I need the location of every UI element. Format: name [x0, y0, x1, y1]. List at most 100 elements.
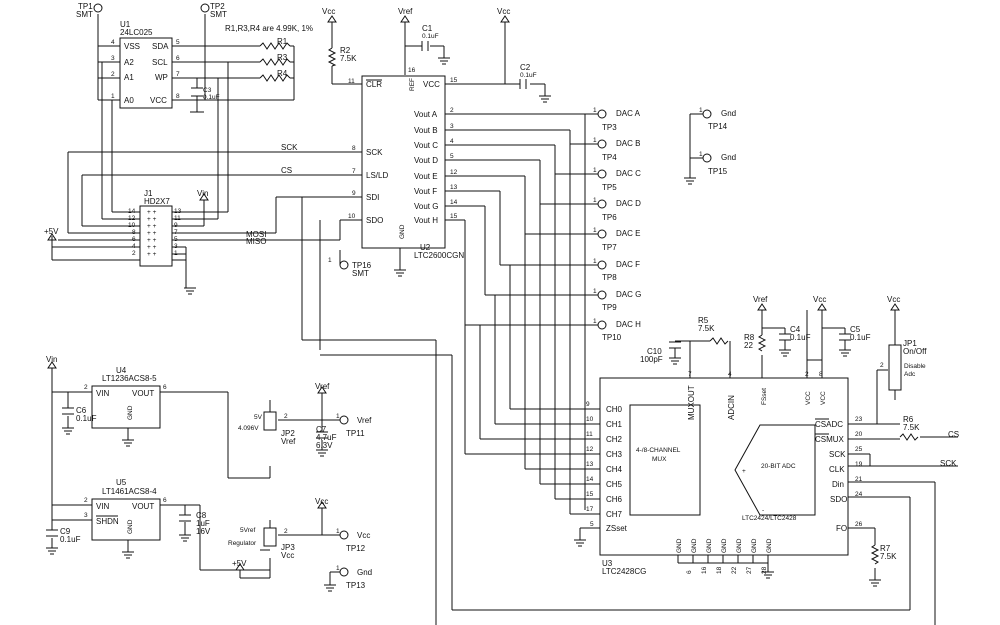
u5-regulator-body — [91, 498, 161, 541]
u5-ref: U5 — [116, 478, 127, 487]
u1-part: 24LC025 — [120, 28, 153, 37]
u3-num: 13 — [586, 461, 594, 468]
u3-fsset: FSset — [761, 388, 768, 405]
tp-pin: 1 — [593, 288, 597, 295]
u2-part: LTC2600CGN — [414, 251, 464, 260]
dac-d-label: DAC D — [616, 199, 641, 208]
u2-dac-body — [361, 75, 446, 249]
u3-ch3: CH3 — [606, 450, 623, 459]
u3-clk: CLK — [829, 465, 845, 474]
tp15-gnd: Gnd — [721, 153, 736, 162]
tp5-label: TP5 — [602, 183, 617, 192]
u1-pin-scl: SCL — [152, 58, 168, 67]
u2-voutg: Vout G — [414, 202, 438, 211]
u1-pin-vcc: VCC — [150, 96, 167, 105]
r8-label: R8 — [744, 333, 755, 342]
u5-num: 6 — [163, 497, 167, 504]
tp-pin: 1 — [593, 227, 597, 234]
u3-din: Din — [832, 480, 844, 489]
u2-num: 5 — [450, 153, 454, 160]
u2-voutc: Vout C — [414, 141, 438, 150]
r4-label: R4 — [277, 69, 288, 78]
jp1-label: JP1 — [903, 339, 917, 348]
vref-2: Vref — [753, 295, 768, 304]
u3-num: 4 — [728, 371, 732, 378]
net-sck: SCK — [281, 143, 298, 152]
dac-f-label: DAC F — [616, 260, 640, 269]
c8-label: C8 — [196, 511, 207, 520]
svg-text:+ +: + + — [147, 244, 157, 251]
u3-zsset: ZSset — [606, 524, 628, 533]
tp13-net: Gnd — [357, 568, 372, 577]
dac-b-label: DAC B — [616, 139, 640, 148]
tp11-net: Vref — [357, 416, 372, 425]
u3-muxout: MUXOUT — [687, 385, 696, 420]
tp2-type: SMT — [210, 10, 227, 19]
tp9-label: TP9 — [602, 303, 617, 312]
u3-num: 10 — [586, 416, 594, 423]
vcc-5: Vcc — [315, 497, 328, 506]
u4-reference-body — [91, 385, 161, 429]
u4-num: 2 — [84, 384, 88, 391]
tp-pin: 1 — [593, 137, 597, 144]
u1-ref: U1 — [120, 20, 131, 29]
u5-gnd: GND — [127, 519, 134, 534]
u3-num: 26 — [855, 521, 863, 528]
u1-pin-a0: A0 — [124, 96, 134, 105]
c10-value: 100pF — [640, 355, 663, 364]
c4-label: C4 — [790, 325, 801, 334]
c9-label: C9 — [60, 527, 71, 536]
c4-value: 0.1uF — [790, 333, 811, 342]
jp1-disable: Disable — [904, 363, 926, 370]
svg-text:+ +: + + — [147, 230, 157, 237]
supply-arrows — [47, 15, 900, 571]
c1-value: 0.1uF — [422, 33, 439, 40]
u3-ch6: CH6 — [606, 495, 623, 504]
u2-ref: U2 — [420, 243, 431, 252]
r5-value: 7.5K — [698, 324, 715, 333]
tp-pin: 1 — [593, 318, 597, 325]
u3-num: 11 — [586, 431, 593, 438]
u2-num: 11 — [348, 78, 355, 85]
vcc-1: Vcc — [322, 7, 335, 16]
u3-num: 5 — [590, 521, 594, 528]
j1-num: 9 — [174, 222, 178, 229]
tp15-label: TP15 — [708, 167, 728, 176]
c9-value: 0.1uF — [60, 535, 81, 544]
vref-3: Vref — [315, 382, 330, 391]
jp1-pin: 2 — [880, 362, 884, 369]
u3-gnd: GND — [676, 538, 683, 553]
u3-num: 6 — [686, 570, 693, 574]
wires — [51, 14, 958, 625]
r5-label: R5 — [698, 316, 709, 325]
u3-ch4: CH4 — [606, 465, 623, 474]
svg-text:+ +: + + — [147, 209, 157, 216]
tp-pin: 1 — [593, 197, 597, 204]
tp-pin: 1 — [699, 151, 703, 158]
tp-pin: 1 — [593, 107, 597, 114]
u3-csadc: CSADC — [815, 420, 843, 429]
tp8-label: TP8 — [602, 273, 617, 282]
u3-num: 27 — [746, 566, 753, 574]
vref-1: Vref — [398, 7, 413, 16]
u3-num: 23 — [855, 416, 863, 423]
j1-ref: J1 — [144, 189, 153, 198]
u2-num: 10 — [348, 213, 356, 220]
u2-pin-clr: CLR — [366, 80, 382, 89]
tp-pin: 1 — [593, 258, 597, 265]
c5-value: 0.1uF — [850, 333, 871, 342]
u2-vouth: Vout H — [414, 216, 438, 225]
j1-num: 10 — [128, 222, 136, 229]
net-mosi: MOSI — [246, 230, 266, 239]
u3-sdo: SDO — [830, 495, 847, 504]
u4-vin: VIN — [96, 389, 110, 398]
u5-vin: VIN — [96, 502, 110, 511]
r6-label: R6 — [903, 415, 914, 424]
u3-num: 24 — [855, 491, 863, 498]
c6-label: C6 — [76, 406, 87, 415]
tp7-label: TP7 — [602, 243, 617, 252]
u2-vouta: Vout A — [414, 110, 438, 119]
tp10-label: TP10 — [602, 333, 622, 342]
u1-pin-wp: WP — [155, 73, 168, 82]
jp3-label: JP3 — [281, 543, 295, 552]
